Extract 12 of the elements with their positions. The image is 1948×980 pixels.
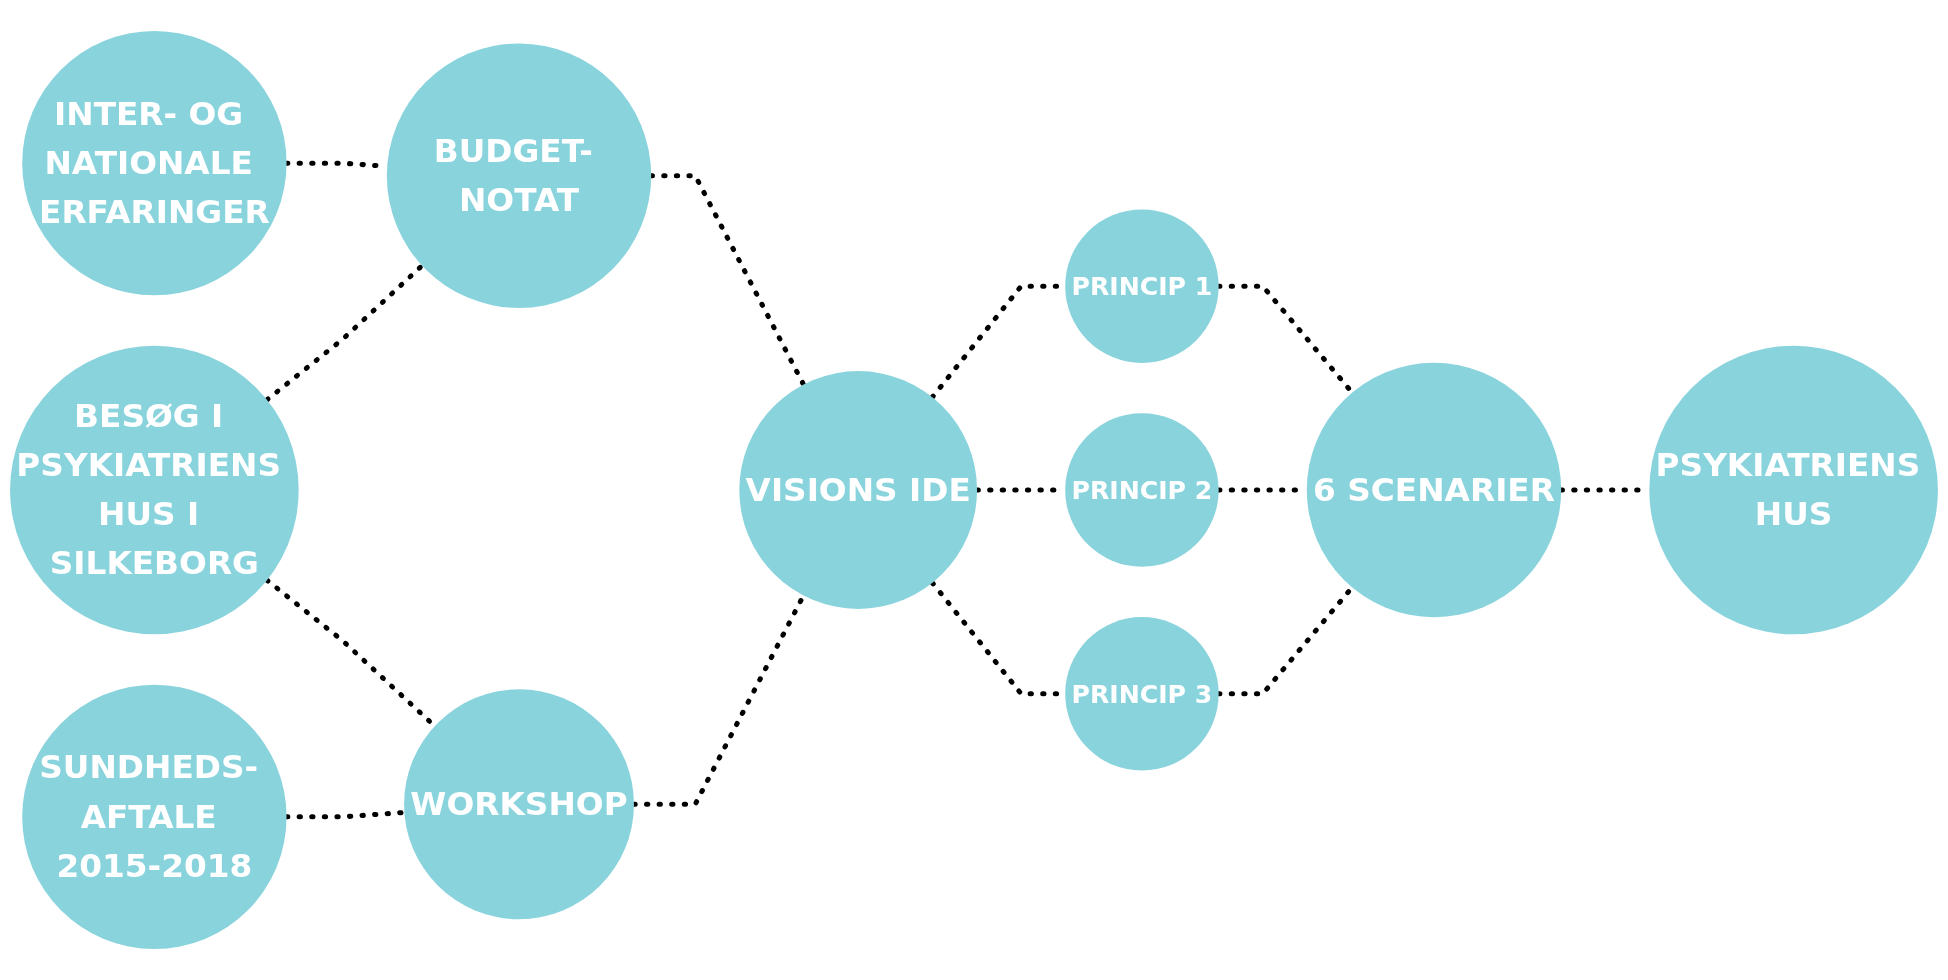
node-circle: BUDGET- NOTAT <box>386 43 652 308</box>
node-circle: PRINCIP 2 <box>1065 413 1219 567</box>
node-circle: WORKSHOP <box>404 689 634 920</box>
node-circle: PRINCIP 1 <box>1065 209 1219 363</box>
node-circle: PSYKIATRIENS HUS <box>1649 345 1938 635</box>
node-circle: BESØG I PSYKIATRIENS HUS I SILKEBORG <box>10 345 299 635</box>
node-circle: PRINCIP 3 <box>1065 617 1219 771</box>
node-circle: 6 SCENARIER <box>1306 362 1562 618</box>
connector <box>264 263 425 403</box>
node-circle: SUNDHEDS- AFTALE 2015-2018 <box>22 684 287 950</box>
node-circle: VISIONS IDE <box>739 371 978 609</box>
node-circle: INTER- OG NATIONALE ERFARINGER <box>22 30 287 296</box>
